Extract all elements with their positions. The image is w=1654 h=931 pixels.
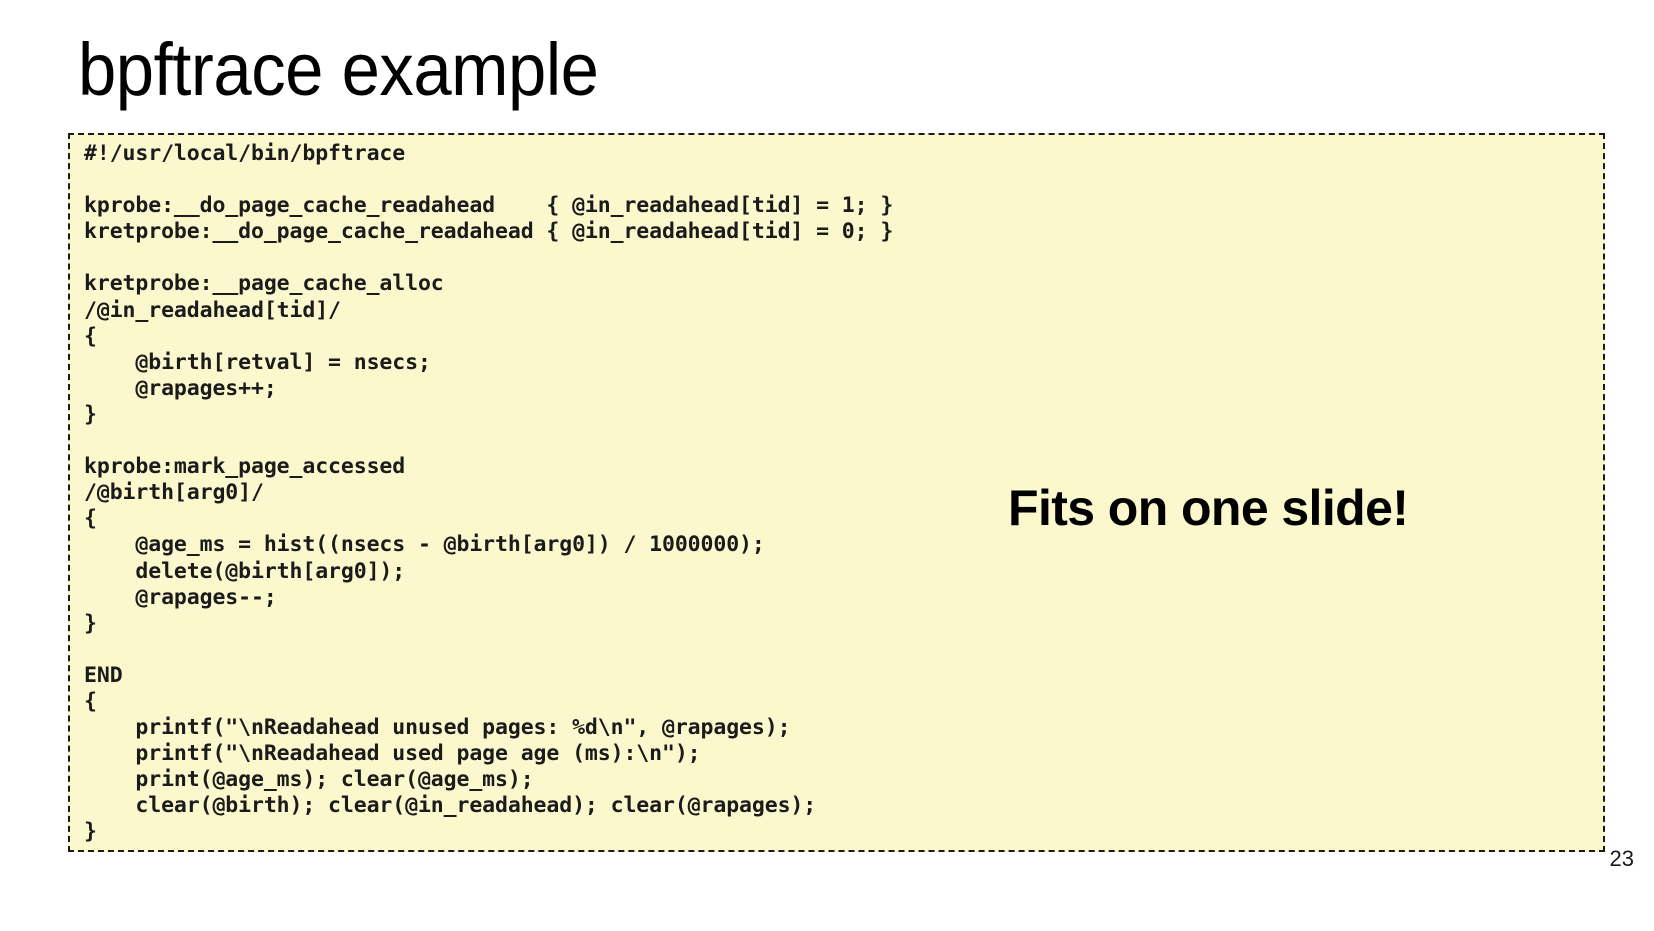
- callout-text: Fits on one slide!: [1008, 480, 1409, 536]
- code-block: #!/usr/local/bin/bpftrace kprobe:__do_pa…: [68, 133, 1605, 852]
- page-title: bpftrace example: [78, 28, 599, 111]
- code-block-text: #!/usr/local/bin/bpftrace kprobe:__do_pa…: [84, 141, 894, 845]
- slide-page-number: 23: [1609, 846, 1634, 871]
